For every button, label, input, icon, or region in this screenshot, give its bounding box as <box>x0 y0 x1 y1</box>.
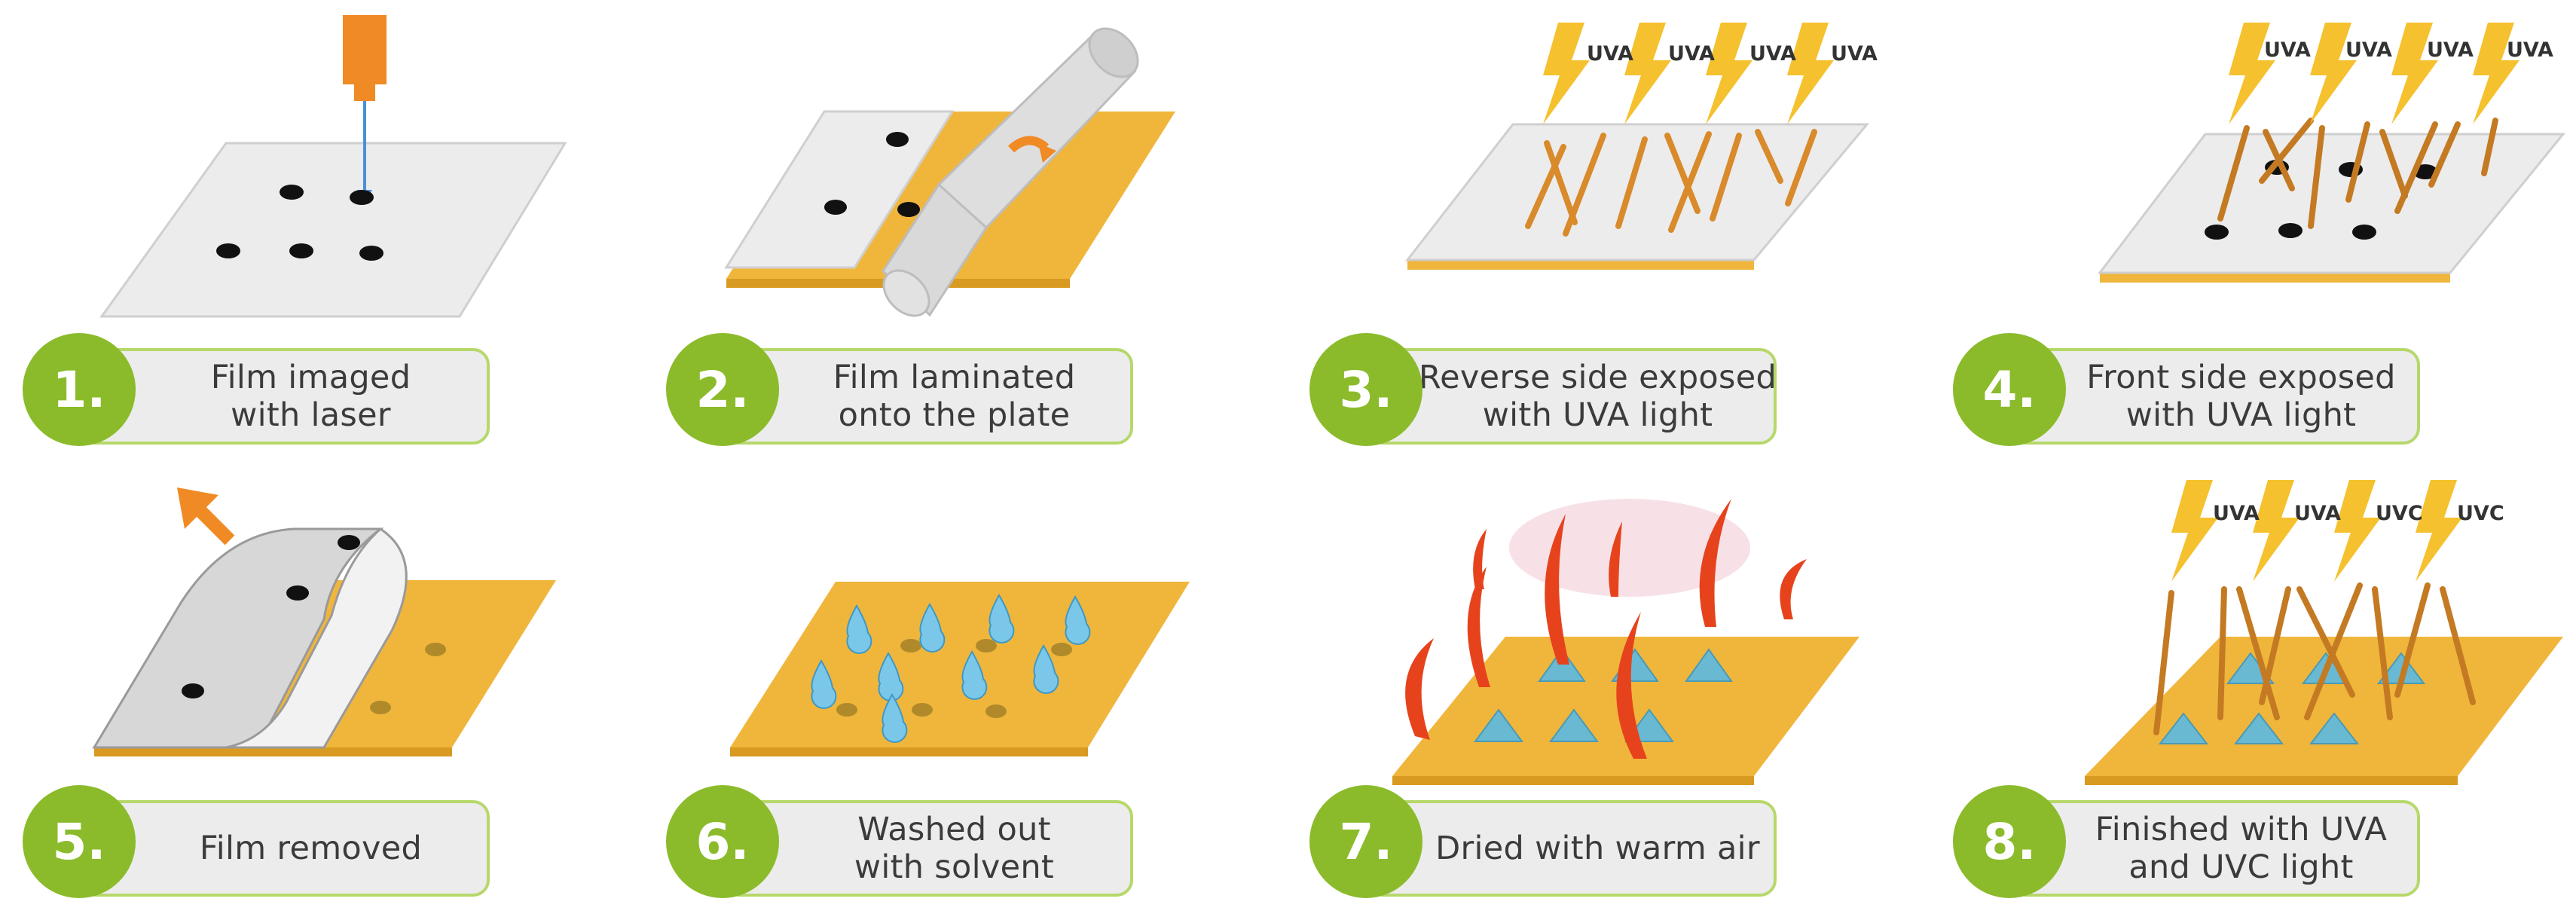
uv-label: UVC <box>2376 502 2423 525</box>
roller-icon <box>882 27 1139 317</box>
arrow-up-left-icon <box>177 487 235 546</box>
step-3-caption: Reverse side exposed with UVA light <box>1366 348 1777 445</box>
step-7-number-badge: 7. <box>1309 785 1422 898</box>
uv-label: UVA <box>1831 42 1878 66</box>
step-3-label: Reverse side exposed with UVA light 3. <box>1309 333 1777 446</box>
uv-label: UVA <box>2345 38 2392 62</box>
step-2-number-badge: 2. <box>666 333 779 446</box>
step-6-label: Washed out with solvent 6. <box>666 785 1133 898</box>
step-5-number-badge: 5. <box>23 785 136 898</box>
step-2: Film laminated onto the plate 2. <box>643 0 1287 461</box>
step-8-label: Finished with UVA and UVC light 8. <box>1953 785 2420 898</box>
uv-label: UVA <box>1749 42 1796 66</box>
step-5-caption: Film removed <box>79 800 490 897</box>
step-2-caption: Film laminated onto the plate <box>723 348 1133 445</box>
front-exposure-illustration: UVA UVA UVA UVA <box>2097 23 2566 283</box>
uv-bolt-icon <box>2171 480 2462 582</box>
step-1-label: Film imaged with laser 1. <box>23 333 490 446</box>
step-8-number-badge: 8. <box>1953 785 2066 898</box>
step-6-caption: Washed out with solvent <box>723 800 1133 897</box>
step-8-caption: Finished with UVA and UVC light <box>2009 800 2420 897</box>
drying-illustration <box>1392 499 1859 785</box>
step-1-caption: Film imaged with laser <box>79 348 490 445</box>
step-4: UVA UVA UVA UVA Front side exposed with … <box>1930 0 2574 461</box>
laser-imaging-illustration <box>99 15 567 318</box>
uv-label: UVA <box>2213 502 2260 525</box>
step-1: Film imaged with laser 1. <box>0 0 643 461</box>
lamination-illustration <box>724 27 1175 317</box>
step-4-label: Front side exposed with UVA light 4. <box>1953 333 2420 446</box>
uv-label: UVA <box>2264 38 2311 62</box>
uv-label: UVA <box>1587 42 1633 66</box>
step-8: UVA UVA UVC UVC Finished with UVA and UV… <box>1930 461 2574 922</box>
step-5-label: Film removed 5. <box>23 785 490 898</box>
uv-label: UVA <box>2294 502 2341 525</box>
step-3-number-badge: 3. <box>1309 333 1422 446</box>
uv-label: UVA <box>2427 38 2474 62</box>
step-1-number-badge: 1. <box>23 333 136 446</box>
step-2-label: Film laminated onto the plate 2. <box>666 333 1133 446</box>
step-6: Washed out with solvent 6. <box>643 461 1287 922</box>
step-7-label: Dried with warm air 7. <box>1309 785 1777 898</box>
droplet-icon <box>811 594 1091 743</box>
step-7: Dried with warm air 7. <box>1287 461 1930 922</box>
uv-bolt-icon <box>2229 23 2519 124</box>
step-7-caption: Dried with warm air <box>1366 800 1777 897</box>
step-3: UVA UVA UVA UVA Reverse side exposed wit… <box>1287 0 1930 461</box>
uv-bolt-icon <box>1543 23 1834 124</box>
finishing-illustration: UVA UVA UVC UVC <box>2085 480 2563 785</box>
uv-label: UVA <box>2507 38 2553 62</box>
uv-label: UVC <box>2457 502 2504 525</box>
uv-label: UVA <box>1668 42 1715 66</box>
reverse-exposure-illustration: UVA UVA UVA UVA <box>1404 23 1878 270</box>
flame-icon <box>1405 499 1807 759</box>
step-5: Film removed 5. <box>0 461 643 922</box>
step-6-number-badge: 6. <box>666 785 779 898</box>
laser-icon <box>343 15 387 203</box>
step-4-number-badge: 4. <box>1953 333 2066 446</box>
film-removal-illustration <box>92 487 556 756</box>
step-4-caption: Front side exposed with UVA light <box>2009 348 2420 445</box>
wash-out-illustration <box>730 582 1190 756</box>
